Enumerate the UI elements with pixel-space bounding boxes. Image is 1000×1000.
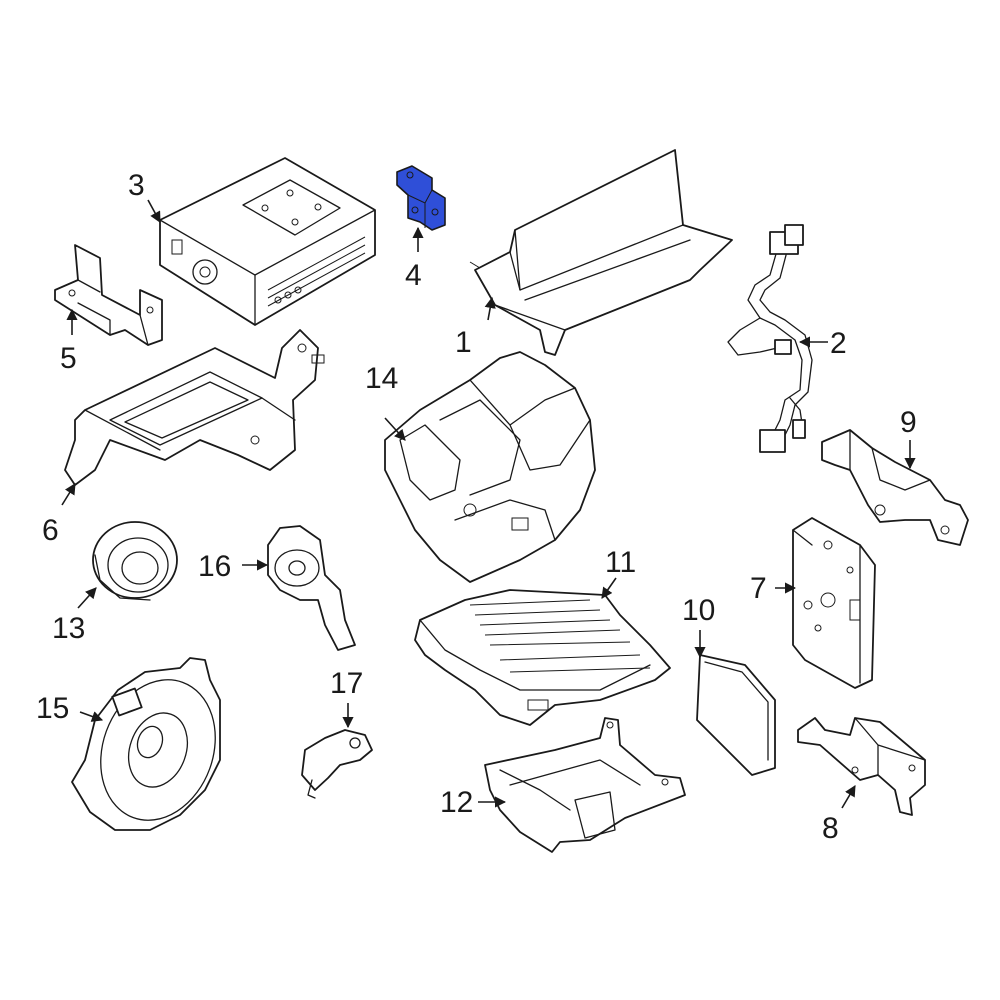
part-4-bracket[interactable] (396, 165, 446, 231)
part-10-panel[interactable] (696, 654, 776, 776)
part-1-display[interactable] (469, 149, 733, 356)
part-3-head-unit[interactable] (159, 157, 376, 326)
callout-3[interactable]: 3 (128, 169, 145, 202)
callout-7[interactable]: 7 (750, 572, 767, 605)
leader-14 (384, 417, 406, 441)
callout-13[interactable]: 13 (52, 612, 85, 645)
leader-3 (147, 199, 161, 223)
callout-12[interactable]: 12 (440, 786, 473, 819)
callout-numbers: 1 2 3 4 5 6 7 8 9 10 11 12 13 14 15 16 1… (36, 169, 917, 845)
part-4-bracket-shape (396, 165, 446, 231)
part-2-wiring-harness[interactable] (727, 224, 813, 453)
part-13-tweeter[interactable] (92, 521, 178, 601)
leader-6 (61, 483, 76, 506)
part-11-control-unit[interactable] (414, 589, 671, 726)
callout-9[interactable]: 9 (900, 406, 917, 439)
part-16-speaker[interactable] (267, 525, 356, 651)
callout-2[interactable]: 2 (830, 327, 847, 360)
part-14-module[interactable] (384, 351, 596, 583)
part-6-mounting-tray[interactable] (64, 329, 325, 486)
leader-15 (79, 711, 104, 722)
callout-17[interactable]: 17 (330, 667, 363, 700)
part-8-bracket[interactable] (797, 717, 926, 816)
callout-4[interactable]: 4 (405, 259, 422, 292)
callout-10[interactable]: 10 (682, 594, 715, 627)
part-9-bracket[interactable] (821, 429, 969, 546)
callout-16[interactable]: 16 (198, 550, 231, 583)
callout-5[interactable]: 5 (60, 342, 77, 375)
callout-11[interactable]: 11 (605, 546, 636, 579)
part-17-connector[interactable] (301, 729, 373, 799)
leader-8 (841, 785, 856, 809)
leader-13 (77, 587, 97, 609)
callout-8[interactable]: 8 (822, 812, 839, 845)
callout-lines (61, 199, 916, 809)
leader-1 (484, 296, 496, 321)
part-15-speaker[interactable] (71, 657, 234, 836)
callout-15[interactable]: 15 (36, 692, 69, 725)
callout-1[interactable]: 1 (455, 326, 472, 359)
part-12-bracket[interactable] (484, 717, 686, 853)
callout-6[interactable]: 6 (42, 514, 59, 547)
part-7-module[interactable] (792, 517, 876, 689)
callout-14[interactable]: 14 (365, 362, 398, 395)
part-5-bracket[interactable] (54, 244, 163, 346)
leader-11 (601, 577, 617, 599)
